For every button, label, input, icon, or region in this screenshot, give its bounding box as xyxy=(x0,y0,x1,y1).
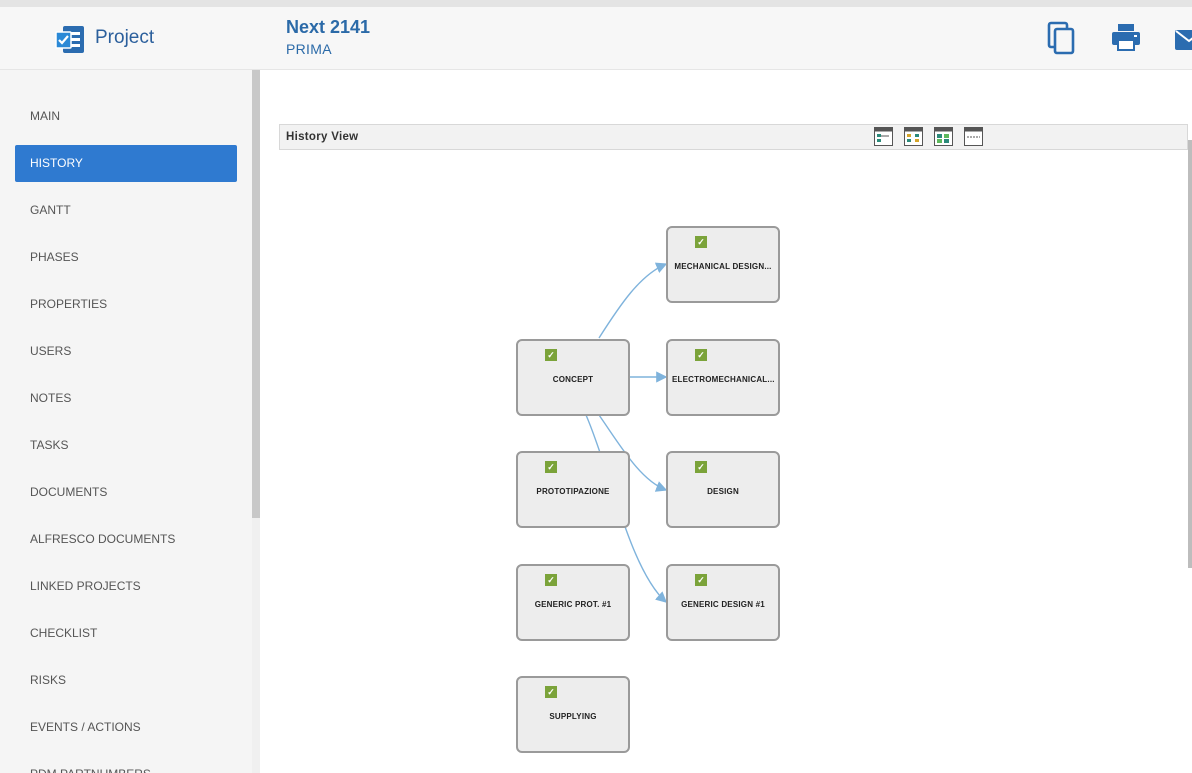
check-icon: ✓ xyxy=(695,574,707,586)
project-title: Next 2141 xyxy=(286,17,371,37)
history-node-gendesign[interactable]: ✓ GENERIC DESIGN #1 xyxy=(666,564,780,641)
top-bar: Project Next 2141 PRIMA xyxy=(0,0,1192,70)
sidebar-item-gantt[interactable]: GANTT xyxy=(30,203,71,217)
main-scrollbar[interactable] xyxy=(1188,140,1192,568)
history-node-electro[interactable]: ✓ ELECTROMECHANICAL... xyxy=(666,339,780,416)
history-node-label: SUPPLYING xyxy=(549,712,597,721)
app-name: Project xyxy=(95,27,155,48)
history-view-title: History View xyxy=(286,131,359,143)
sidebar-item-users[interactable]: USERS xyxy=(30,344,72,358)
sidebar-item-pdm-partnumbers[interactable]: PDM PARTNUMBERS xyxy=(15,756,237,773)
check-icon: ✓ xyxy=(545,574,557,586)
history-node-label: CONCEPT xyxy=(552,375,594,384)
layout-vertical-button[interactable] xyxy=(904,127,923,146)
check-icon: ✓ xyxy=(545,686,557,698)
sidebar-scrollbar-track[interactable] xyxy=(252,518,260,773)
history-node-label: ELECTROMECHANICAL... xyxy=(672,375,774,384)
layout-horizontal-button[interactable] xyxy=(874,127,893,146)
sidebar-item-notes[interactable]: NOTES xyxy=(30,391,72,405)
history-node-design[interactable]: ✓ DESIGN xyxy=(666,451,780,528)
print-button[interactable] xyxy=(1109,21,1143,57)
sidebar: MAIN HISTORY GANTT PHASES PROPERTIES USERS NOT… xyxy=(0,70,252,773)
mail-icon xyxy=(1172,21,1192,57)
history-node-concept[interactable]: ✓ CONCEPT xyxy=(516,339,630,416)
history-node-supplying[interactable]: ✓ SUPPLYING xyxy=(516,676,630,753)
sidebar-item-risks[interactable]: RISKS xyxy=(30,673,67,687)
project-logo-icon[interactable] xyxy=(54,24,86,56)
sidebar-scrollbar-thumb[interactable] xyxy=(252,70,260,518)
check-icon: ✓ xyxy=(695,349,707,361)
sidebar-item-alfresco-documents[interactable]: ALFRESCO DOCUMENTS xyxy=(30,532,176,546)
layout-list-button[interactable] xyxy=(964,127,983,146)
sidebar-item-history[interactable]: HISTORY xyxy=(15,145,237,182)
layout-list-icon xyxy=(964,127,983,150)
sidebar-item-tasks[interactable]: TASKS xyxy=(30,438,69,452)
copy-button[interactable] xyxy=(1045,21,1079,57)
edge-concept-mech xyxy=(598,262,668,339)
history-node-genproto[interactable]: ✓ GENERIC PROT. #1 xyxy=(516,564,630,641)
check-icon: ✓ xyxy=(545,349,557,361)
sidebar-item-main[interactable]: MAIN xyxy=(30,109,60,123)
layout-vertical-icon xyxy=(904,127,923,150)
layout-grid-button[interactable] xyxy=(934,127,953,146)
sidebar-item-documents[interactable]: DOCUMENTS xyxy=(30,485,108,499)
history-node-proto[interactable]: ✓ PROTOTIPAZIONE xyxy=(516,451,630,528)
sidebar-item-phases[interactable]: PHASES xyxy=(30,250,79,264)
history-node-label: PROTOTIPAZIONE xyxy=(536,487,610,496)
sidebar-item-events-actions[interactable]: EVENTS / ACTIONS xyxy=(30,720,141,734)
layout-horizontal-icon xyxy=(874,127,893,150)
check-icon: ✓ xyxy=(545,461,557,473)
sidebar-item-linked-projects[interactable]: LINKED PROJECTS xyxy=(30,579,141,593)
mail-button[interactable] xyxy=(1172,21,1192,57)
history-view-header: History View xyxy=(279,124,1188,150)
history-node-label: DESIGN xyxy=(707,487,739,496)
print-icon xyxy=(1109,21,1143,57)
copy-icon xyxy=(1045,21,1079,57)
layout-grid-icon xyxy=(934,127,953,150)
check-icon: ✓ xyxy=(695,461,707,473)
check-icon: ✓ xyxy=(695,236,707,248)
project-subtitle: PRIMA xyxy=(286,41,332,57)
history-node-label: GENERIC PROT. #1 xyxy=(534,600,612,609)
history-node-label: GENERIC DESIGN #1 xyxy=(681,600,765,609)
history-node-label: MECHANICAL DESIGN... xyxy=(674,262,772,271)
history-node-mech[interactable]: ✓ MECHANICAL DESIGN... xyxy=(666,226,780,303)
sidebar-item-checklist[interactable]: CHECKLIST xyxy=(30,626,98,640)
sidebar-item-properties[interactable]: PROPERTIES xyxy=(30,297,108,311)
